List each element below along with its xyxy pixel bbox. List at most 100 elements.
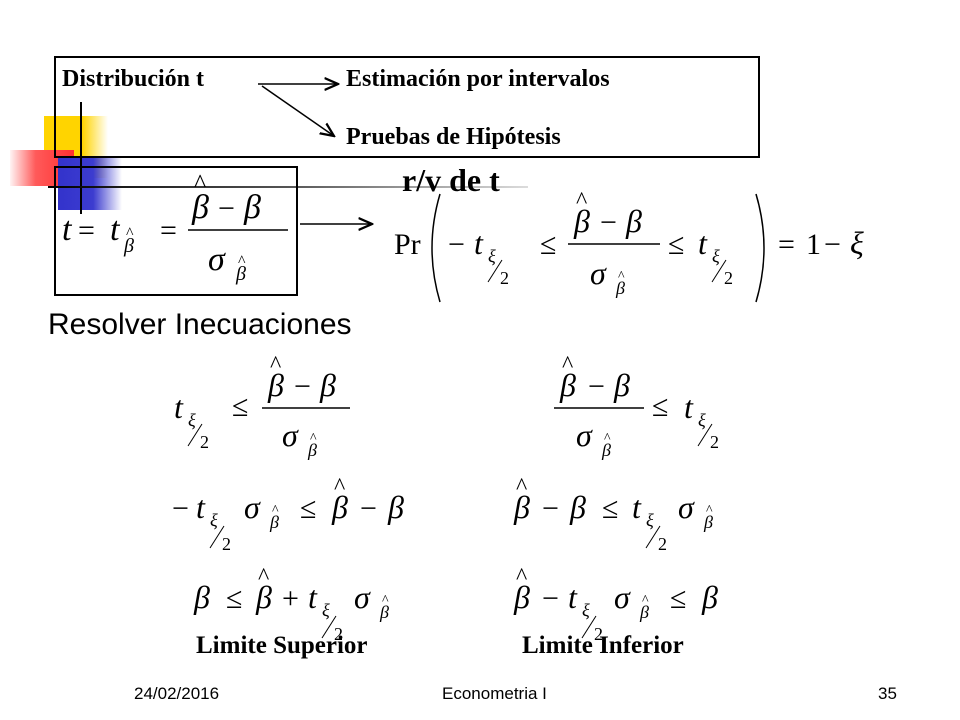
t-statistic-box — [54, 166, 298, 296]
svg-text:≤: ≤ — [540, 228, 556, 261]
svg-text:ξ: ξ — [712, 246, 720, 266]
svg-text:ξ: ξ — [698, 410, 706, 430]
arrow-to-hypothesis — [261, 85, 334, 136]
svg-text:^: ^ — [562, 352, 573, 378]
svg-text:≤: ≤ — [300, 492, 316, 525]
svg-text:t: t — [698, 225, 708, 261]
svg-text:t: t — [174, 389, 184, 425]
svg-text:2: 2 — [710, 432, 719, 452]
ineq-right-3: β ^ − t ξ 2 σ β ^ ≤ β — [513, 564, 718, 644]
svg-text:t: t — [62, 211, 73, 248]
svg-text:^: ^ — [258, 564, 269, 590]
svg-text:≤: ≤ — [226, 582, 242, 615]
svg-text:β: β — [191, 189, 209, 226]
svg-text:−: − — [588, 370, 605, 403]
svg-text:2: 2 — [658, 534, 667, 554]
svg-text:β: β — [307, 440, 317, 460]
svg-text:σ: σ — [678, 489, 695, 525]
svg-text:^: ^ — [382, 593, 389, 608]
svg-text:β: β — [193, 579, 210, 615]
svg-text:−: − — [218, 192, 235, 225]
svg-text:≤: ≤ — [670, 582, 686, 615]
svg-text:β: β — [601, 440, 611, 460]
svg-text:2: 2 — [594, 624, 603, 644]
svg-text:^: ^ — [706, 503, 713, 518]
svg-text:ξ: ξ — [582, 600, 590, 620]
svg-text:σ: σ — [590, 255, 607, 291]
svg-text:−: − — [542, 582, 559, 615]
svg-text:β: β — [559, 367, 576, 403]
svg-text:β: β — [123, 235, 134, 257]
deco-horizontal-line — [48, 186, 528, 188]
svg-text:−: − — [448, 228, 465, 261]
svg-text:β: β — [513, 489, 530, 525]
svg-text:^: ^ — [516, 474, 527, 500]
svg-text:−: − — [542, 492, 559, 525]
svg-text:t: t — [196, 489, 206, 525]
svg-text:−: − — [360, 492, 377, 525]
svg-text:σ: σ — [244, 489, 261, 525]
svg-text:ξ: ξ — [488, 246, 496, 266]
svg-text:^: ^ — [194, 169, 206, 198]
t-statistic-formula: t = t β ^ = β ^ − β σ β ^ — [62, 169, 288, 285]
distribution-t-label: Distribución t — [62, 66, 205, 92]
svg-text:2: 2 — [222, 534, 231, 554]
svg-text:β: β — [243, 189, 261, 226]
lower-limit-label: Limite Inferior — [522, 632, 684, 659]
svg-text:β: β — [625, 203, 642, 239]
ineq-right-1: β ^ − β σ β ^ ≤ t ξ 2 — [554, 352, 719, 460]
ineq-left-1: t ξ 2 ≤ β ^ − β σ β ^ — [174, 352, 350, 460]
upper-limit-label: Limite Superior — [196, 632, 368, 659]
svg-text:β: β — [615, 278, 625, 298]
svg-text:σ: σ — [282, 417, 299, 453]
svg-text:≤: ≤ — [652, 390, 668, 423]
deco-vertical-line — [80, 102, 82, 214]
svg-text:β: β — [235, 263, 246, 285]
svg-text:ξ: ξ — [850, 225, 864, 261]
svg-text:β: β — [319, 367, 336, 403]
svg-text:t: t — [632, 489, 642, 525]
svg-text:ξ: ξ — [210, 510, 218, 530]
svg-text:=: = — [160, 214, 177, 247]
svg-text:β: β — [701, 579, 718, 615]
rv-de-t-label: r/v de t — [402, 162, 500, 198]
svg-text:Pr: Pr — [394, 228, 421, 261]
svg-text:β: β — [267, 367, 284, 403]
svg-text:−: − — [294, 370, 311, 403]
distribution-box — [54, 56, 760, 158]
svg-text:^: ^ — [604, 431, 611, 446]
svg-text:σ: σ — [354, 579, 371, 615]
footer-date: 24/02/2016 — [134, 684, 220, 703]
resolver-inecuaciones-heading: Resolver Inecuaciones — [48, 308, 352, 341]
svg-text:β: β — [703, 512, 713, 532]
svg-text:σ: σ — [614, 579, 631, 615]
hypothesis-tests-label: Pruebas de Hipótesis — [346, 124, 561, 150]
svg-text:^: ^ — [516, 564, 527, 590]
svg-text:t: t — [308, 579, 318, 615]
svg-text:−: − — [172, 492, 189, 525]
svg-text:^: ^ — [642, 593, 649, 608]
svg-text:β: β — [513, 579, 530, 615]
svg-text:2: 2 — [334, 624, 343, 644]
svg-text:=: = — [778, 228, 795, 261]
svg-text:^: ^ — [576, 188, 587, 214]
svg-text:≤: ≤ — [668, 228, 684, 261]
footer-title: Econometria I — [442, 684, 547, 703]
svg-text:^: ^ — [618, 269, 625, 284]
svg-text:t: t — [568, 579, 578, 615]
svg-text:=: = — [78, 214, 95, 247]
svg-text:1: 1 — [806, 228, 821, 261]
svg-text:+: + — [282, 582, 299, 615]
svg-text:β: β — [569, 489, 586, 525]
svg-text:t: t — [684, 389, 694, 425]
svg-text:2: 2 — [500, 268, 509, 288]
svg-text:≤: ≤ — [602, 492, 618, 525]
svg-text:ξ: ξ — [322, 600, 330, 620]
footer-page-number: 35 — [878, 684, 897, 703]
svg-text:β: β — [269, 512, 279, 532]
svg-text:≤: ≤ — [232, 390, 248, 423]
svg-text:^: ^ — [270, 352, 281, 378]
svg-text:^: ^ — [238, 253, 246, 270]
svg-text:β: β — [387, 489, 404, 525]
svg-text:2: 2 — [724, 268, 733, 288]
